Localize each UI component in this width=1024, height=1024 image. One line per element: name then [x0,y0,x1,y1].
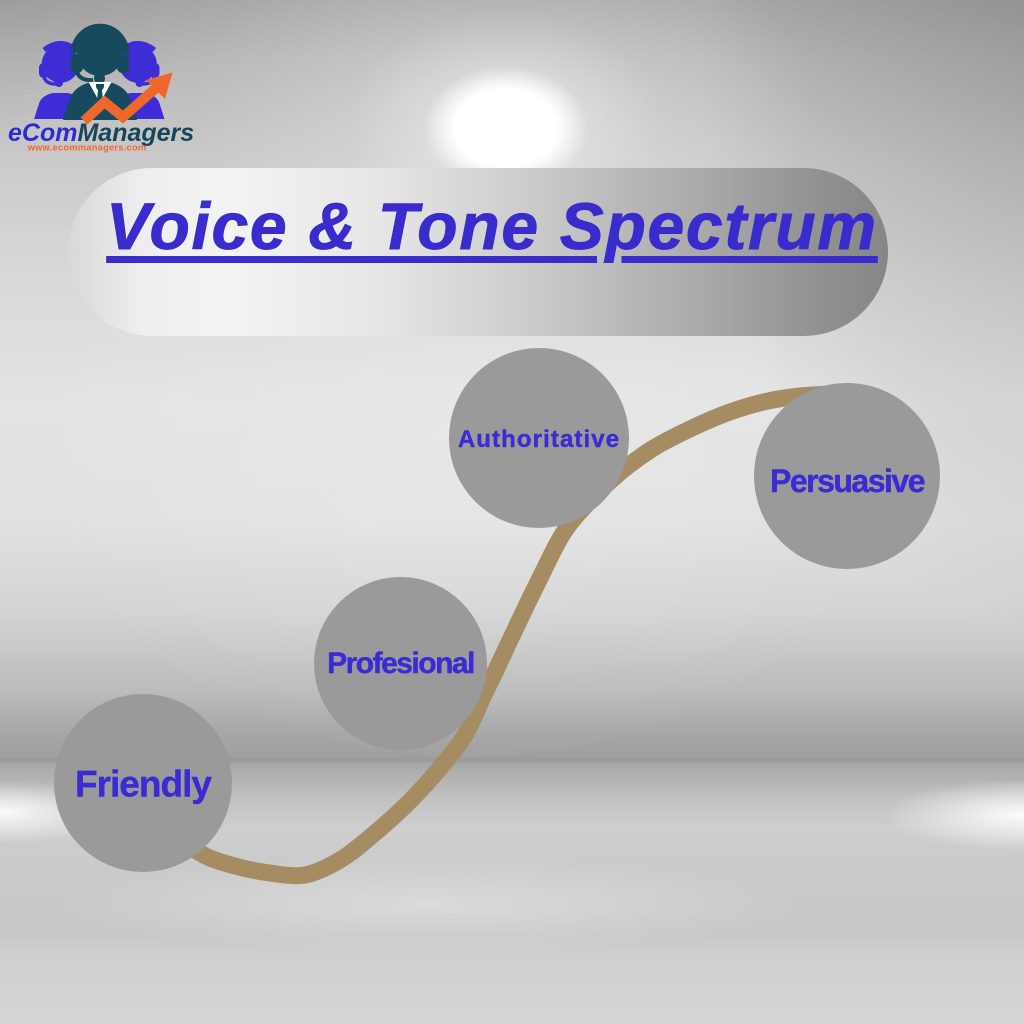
svg-text:www.ecommanagers.com: www.ecommanagers.com [27,143,147,153]
svg-text:eComManagers: eComManagers [8,119,194,147]
